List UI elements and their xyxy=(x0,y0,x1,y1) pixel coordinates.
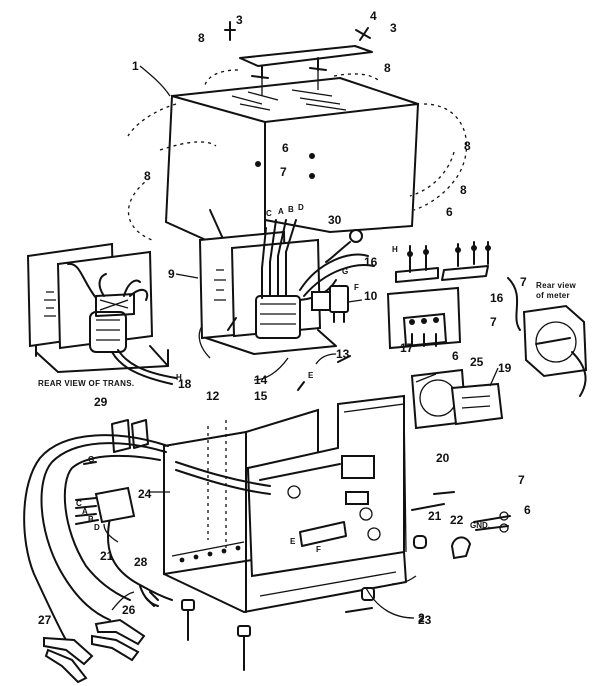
part-label-7-gnd: 7 xyxy=(518,473,525,487)
front-wire-letter-f: F xyxy=(316,545,321,554)
part-label-6-gnd: 6 xyxy=(524,503,531,517)
part-label-13: 13 xyxy=(336,347,350,361)
wire-letter-b: B xyxy=(288,205,294,214)
cord-plug-21 xyxy=(75,461,136,525)
wire-letter-g: G xyxy=(342,267,348,276)
plug-letter-c: C xyxy=(76,499,82,508)
part-label-17: 17 xyxy=(400,341,414,355)
part-label-7-rectifier: 7 xyxy=(490,315,497,329)
screw-3-left xyxy=(224,21,236,41)
part-label-7-cover: 7 xyxy=(280,165,287,179)
cord-letter-g: G xyxy=(88,455,94,464)
part-label-7-meter: 7 xyxy=(520,275,527,289)
wire-letter-e: E xyxy=(308,371,314,380)
part-label-8-cover-left: 8 xyxy=(144,169,151,183)
dc-output-cables xyxy=(23,419,271,641)
part-label-8-handle-left: 8 xyxy=(198,31,205,45)
gnd-label: GND. xyxy=(470,521,490,530)
screw-pointer-curves xyxy=(127,69,468,241)
front-wire-letter-e: E xyxy=(290,537,296,546)
part-label-23: 23 xyxy=(418,613,432,627)
wire-letter-c: C xyxy=(266,209,272,218)
part-label-8-cover-lower: 8 xyxy=(460,183,467,197)
part-label-16-left: 16 xyxy=(364,255,378,269)
part-label-8-handle-right: 8 xyxy=(384,61,391,75)
leader-lines xyxy=(103,65,499,619)
part-label-15: 15 xyxy=(254,389,268,403)
part-label-21-plug: 21 xyxy=(100,549,114,563)
screw-3-right xyxy=(355,27,371,41)
part-label-27: 27 xyxy=(38,613,52,627)
plug-letter-b: B xyxy=(88,515,94,524)
part-label-14: 14 xyxy=(254,373,268,387)
part-label-21-bushing: 21 xyxy=(428,509,442,523)
rear-view-of-meter-caption-line2: of meter xyxy=(536,291,570,300)
part-label-2: 2 xyxy=(418,611,425,625)
rear-view-of-meter-caption-line1: Rear view xyxy=(536,281,577,290)
part-label-10: 10 xyxy=(364,289,378,303)
part-label-18: 18 xyxy=(178,377,192,391)
part-label-22: 22 xyxy=(450,513,464,527)
part-label-19: 19 xyxy=(498,361,512,375)
part-label-1: 1 xyxy=(132,59,139,73)
part-label-30: 30 xyxy=(328,213,342,227)
cabinet-base-and-front-panel xyxy=(163,394,407,613)
wire-letter-a: A xyxy=(278,207,284,216)
part-label-6-rectifier: 6 xyxy=(446,205,453,219)
part-label-24: 24 xyxy=(138,487,152,501)
part-label-29: 29 xyxy=(94,395,108,409)
wire-letter-f: F xyxy=(354,283,359,292)
part-label-16-right: 16 xyxy=(490,291,504,305)
part-label-6-lower: 6 xyxy=(452,349,459,363)
rear-view-of-trans-caption: REAR VIEW OF TRANS. xyxy=(38,379,134,388)
transformer-assembly xyxy=(198,219,375,355)
part-label-3-left: 3 xyxy=(236,13,243,27)
part-label-20: 20 xyxy=(436,451,450,465)
plug-letter-a: A xyxy=(82,507,88,516)
plug-letter-d: D xyxy=(94,523,100,532)
wire-letter-d: D xyxy=(298,203,304,212)
clamp-red xyxy=(43,636,94,684)
clamp-black xyxy=(91,618,146,662)
circuit-breaker xyxy=(329,285,349,323)
feet-and-screws xyxy=(181,317,511,671)
part-label-25: 25 xyxy=(470,355,484,369)
meter-body xyxy=(450,382,504,426)
carry-handle xyxy=(239,45,373,96)
part-label-6-cover: 6 xyxy=(282,141,289,155)
meter-rear-view xyxy=(507,277,588,397)
part-label-26: 26 xyxy=(122,603,136,617)
part-label-8-cover-right: 8 xyxy=(464,139,471,153)
part-label-4: 4 xyxy=(370,9,377,23)
transformer-rear-view xyxy=(26,242,177,385)
pilot-lamp xyxy=(325,229,363,263)
cabinet-top-cover xyxy=(164,77,420,252)
trans-lead-h-label: H xyxy=(176,373,182,382)
ac-line-cord xyxy=(106,517,173,607)
rectifier-assembly xyxy=(386,241,491,350)
part-label-12: 12 xyxy=(206,389,220,403)
part-label-9: 9 xyxy=(168,267,175,281)
part-label-28: 28 xyxy=(134,555,148,569)
wire-letter-h: H xyxy=(392,245,398,254)
part-label-3-right: 3 xyxy=(390,21,397,35)
